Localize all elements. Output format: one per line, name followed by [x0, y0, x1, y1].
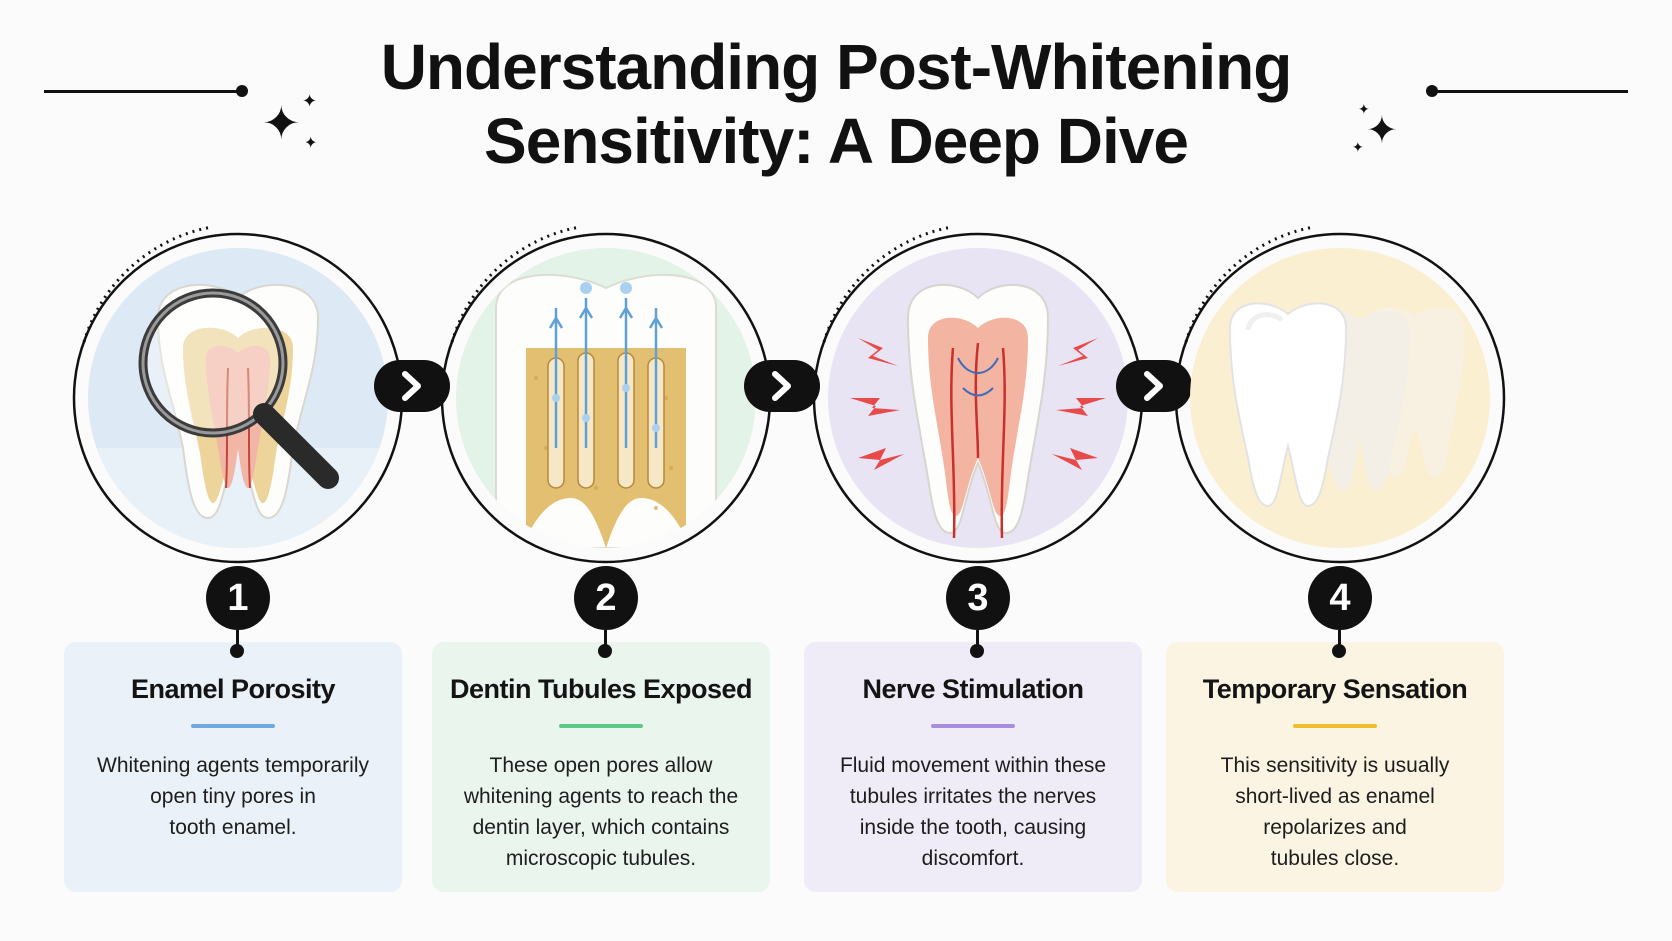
step-2-number-badge: 2: [574, 566, 638, 630]
step-1-description: Whitening agents temporarily open tiny p…: [97, 754, 369, 839]
step-3-accent-bar: [931, 724, 1015, 728]
page-title: Understanding Post-Whitening Sensitivity…: [300, 30, 1372, 178]
step-3-title: Nerve Stimulation: [862, 674, 1084, 704]
step-4-accent-bar: [1293, 724, 1377, 728]
step-3-connector: [976, 630, 979, 648]
sparkle-icon: ✦: [1352, 139, 1364, 155]
step-1-connector-dot: [230, 644, 244, 658]
title-rule-right: [1430, 90, 1628, 93]
step-2-connector: [604, 630, 607, 648]
step-2-ring: [426, 218, 786, 578]
step-3-description: Fluid movement within these tubules irri…: [839, 754, 1107, 870]
step-4-connector-dot: [1332, 644, 1346, 658]
step-3-card: Nerve Stimulation Fluid movement within …: [804, 642, 1142, 892]
step-4-ring: [1160, 218, 1520, 578]
step-4: Temporary Sensation This sensitivity is …: [1160, 218, 1520, 918]
step-4-title: Temporary Sensation: [1202, 674, 1468, 704]
step-1-card: Enamel Porosity Whitening agents tempora…: [64, 642, 402, 892]
step-2-accent-bar: [559, 724, 643, 728]
dentin-tubules-icon: [456, 248, 756, 548]
step-1-accent-bar: [191, 724, 275, 728]
step-2-title: Dentin Tubules Exposed: [449, 674, 753, 704]
title-rule-left-dot: [236, 85, 248, 97]
step-3: Nerve Stimulation Fluid movement within …: [798, 218, 1158, 918]
title-rule-left: [44, 90, 242, 93]
step-1-connector: [236, 630, 239, 648]
next-arrow-icon: [374, 360, 450, 412]
step-3-number-badge: 3: [946, 566, 1010, 630]
step-4-card: Temporary Sensation This sensitivity is …: [1166, 642, 1504, 892]
page-title-line-1: Understanding Post-Whitening: [380, 31, 1293, 103]
step-1: Enamel Porosity Whitening agents tempora…: [58, 218, 418, 918]
page-title-line-2: Sensitivity: A Deep Dive: [484, 105, 1189, 177]
step-4-connector: [1338, 630, 1341, 648]
step-3-connector-dot: [970, 644, 984, 658]
step-1-number-badge: 1: [206, 566, 270, 630]
step-4-number-badge: 4: [1308, 566, 1372, 630]
title-rule-right-dot: [1426, 85, 1438, 97]
step-1-ring: [58, 218, 418, 578]
nerve-tooth-icon: [828, 248, 1128, 548]
step-3-ring: [798, 218, 1158, 578]
magnifier-tooth-icon: [88, 248, 388, 548]
step-2-description: These open pores allow whitening agents …: [463, 754, 739, 870]
step-2: Dentin Tubules Exposed These open pores …: [426, 218, 786, 918]
healthy-teeth-icon: [1190, 248, 1490, 548]
sparkle-icon: ✦: [262, 97, 301, 149]
step-2-card: Dentin Tubules Exposed These open pores …: [432, 642, 770, 892]
sparkle-icon: ✦: [1358, 101, 1370, 117]
sparkle-icon: ✦: [304, 135, 318, 152]
step-1-title: Enamel Porosity: [130, 674, 336, 704]
next-arrow-icon: [1116, 360, 1192, 412]
sparkle-icon: ✦: [1366, 110, 1398, 152]
sparkle-icon: ✦: [302, 91, 318, 111]
step-2-connector-dot: [598, 644, 612, 658]
step-4-description: This sensitivity is usually short-lived …: [1220, 754, 1450, 870]
next-arrow-icon: [744, 360, 820, 412]
